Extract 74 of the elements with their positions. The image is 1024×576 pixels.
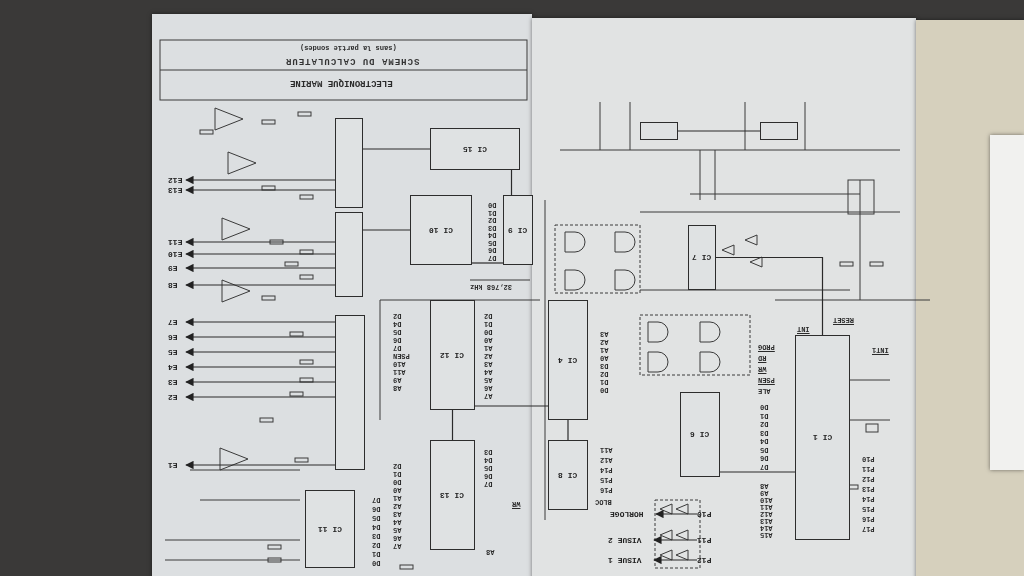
wire xyxy=(715,256,824,336)
wire xyxy=(567,419,569,441)
regulator-box xyxy=(640,122,678,140)
ic-chip xyxy=(548,300,588,420)
chip-label: CI 4 xyxy=(558,355,578,365)
ic-chip xyxy=(688,225,716,290)
signal-arrow xyxy=(185,237,336,247)
title-text: ELECTRONIQUE MARINE xyxy=(290,78,393,88)
signal-label: P10 xyxy=(697,509,712,519)
signal-arrow xyxy=(185,185,336,195)
wire xyxy=(677,130,761,132)
signal-label: E4 xyxy=(168,362,178,372)
ic-chip xyxy=(430,300,475,410)
signal-label: E6 xyxy=(168,332,178,342)
signal-arrow xyxy=(185,460,336,470)
ic-chip xyxy=(430,128,520,170)
signal-label: VISUE 2 xyxy=(608,535,642,545)
signal-arrow xyxy=(185,280,336,290)
signal-arrow xyxy=(653,555,698,565)
wire xyxy=(474,405,549,407)
ic-chip xyxy=(335,118,363,208)
wire xyxy=(510,169,513,196)
ic-chip xyxy=(430,440,475,550)
signal-label: E9 xyxy=(168,263,178,273)
signal-arrow xyxy=(653,535,698,545)
ic-chip xyxy=(335,212,363,297)
wire xyxy=(362,148,431,150)
signal-arrow xyxy=(185,377,336,387)
signal-label: E7 xyxy=(168,317,178,327)
signal-arrow xyxy=(185,332,336,342)
ic-chip xyxy=(795,335,850,540)
signal-label: E13 xyxy=(168,185,183,195)
wire xyxy=(719,471,796,473)
wire xyxy=(471,262,504,264)
wire xyxy=(362,229,411,231)
chip-label: CI 7 xyxy=(692,253,712,262)
chip-label: CI 8 xyxy=(558,470,578,480)
ic-chip xyxy=(305,490,355,568)
signal-arrow xyxy=(185,392,336,402)
signal-arrow xyxy=(185,175,336,185)
signal-label: E10 xyxy=(168,249,183,259)
chip-label: CI 12 xyxy=(440,350,465,360)
chip-label: CI 9 xyxy=(508,225,528,235)
signal-arrow xyxy=(655,509,698,519)
ic-chip xyxy=(335,315,365,470)
signal-label: E8 xyxy=(168,280,178,290)
signal-arrow xyxy=(185,263,336,273)
chip-label: CI 1 xyxy=(812,433,833,442)
signal-arrow xyxy=(185,249,336,259)
chip-label: CI 6 xyxy=(690,430,710,439)
ic-chip xyxy=(503,195,533,265)
wire xyxy=(451,409,454,441)
signal-label: E1 xyxy=(168,460,178,470)
signal-label: E5 xyxy=(168,347,178,357)
chip-label: CI 10 xyxy=(429,225,453,235)
signal-label: HORLOGE xyxy=(610,509,644,519)
signal-arrow xyxy=(185,347,336,357)
signal-label: E2 xyxy=(168,392,178,402)
regulator-box xyxy=(760,122,798,140)
ic-chip xyxy=(680,392,720,477)
signal-arrow xyxy=(185,317,336,327)
signal-label: P12 xyxy=(697,555,712,565)
signal-arrow xyxy=(185,362,336,372)
ic-chip xyxy=(548,440,588,510)
signal-label: VISUE 1 xyxy=(608,555,642,565)
signal-label: P11 xyxy=(697,535,712,545)
chip-label: CI 13 xyxy=(440,490,465,500)
title: SCHEMA DU CALCULATEUR xyxy=(285,56,420,66)
chip-label: CI 15 xyxy=(463,144,487,154)
signal-label: E12 xyxy=(168,175,183,185)
ic-chip xyxy=(410,195,472,265)
chip-label: CI 11 xyxy=(318,524,342,534)
signal-label: E3 xyxy=(168,377,178,387)
signal-label: E11 xyxy=(168,237,183,247)
